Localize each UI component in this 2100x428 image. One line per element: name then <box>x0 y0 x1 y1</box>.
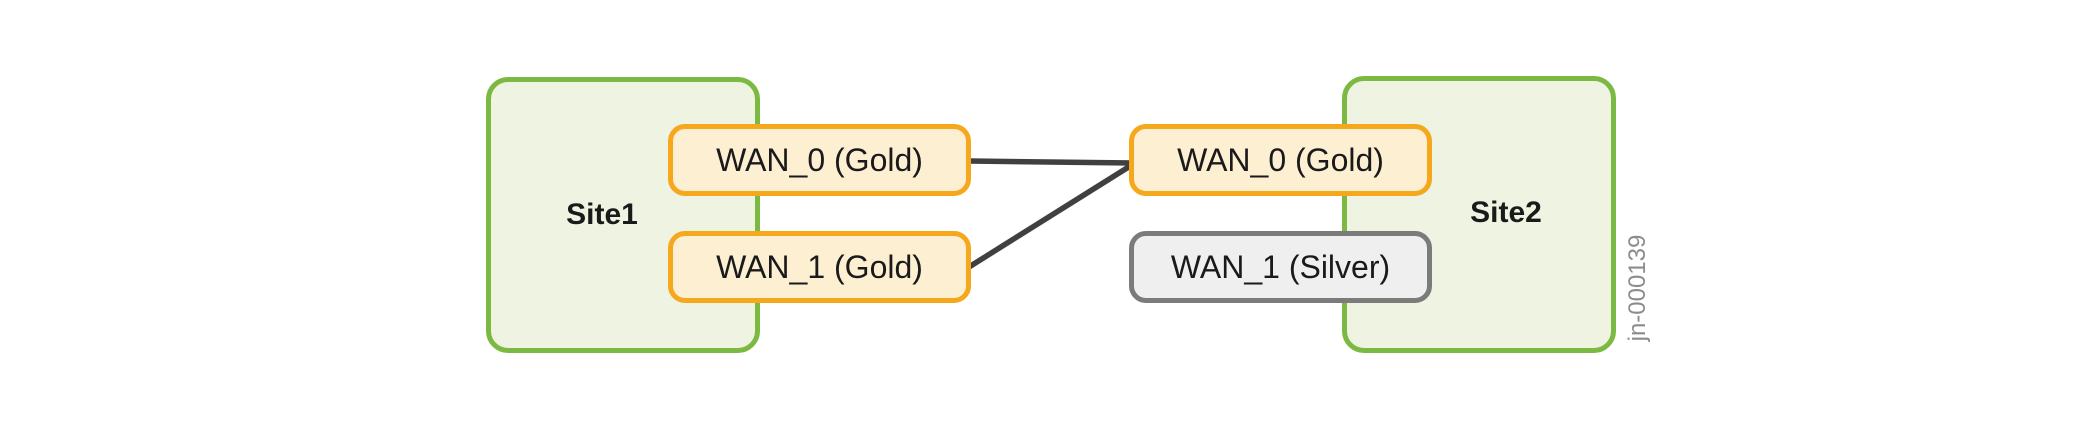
link-site1wan0-site2wan0 <box>968 158 1134 166</box>
site2-box: Site2 <box>1342 76 1616 353</box>
figure-id-label: jn-000139 <box>1624 234 1651 342</box>
site1-wan1-label: WAN_1 (Gold) <box>716 248 923 285</box>
site2-wan0-label: WAN_0 (Gold) <box>1177 141 1384 178</box>
site1-label: Site1 <box>566 198 638 231</box>
site1-box: Site1 <box>486 77 760 353</box>
site1-wan0-node: WAN_0 (Gold) <box>668 124 971 196</box>
site1-wan0-label: WAN_0 (Gold) <box>716 141 923 178</box>
site2-wan1-label: WAN_1 (Silver) <box>1170 248 1391 285</box>
site2-wan0-node: WAN_0 (Gold) <box>1129 124 1432 196</box>
site2-wan1-node: WAN_1 (Silver) <box>1129 231 1432 303</box>
site2-label: Site2 <box>1470 196 1542 229</box>
link-site1wan1-site2wan0 <box>967 160 1137 270</box>
site1-wan1-node: WAN_1 (Gold) <box>668 231 971 303</box>
